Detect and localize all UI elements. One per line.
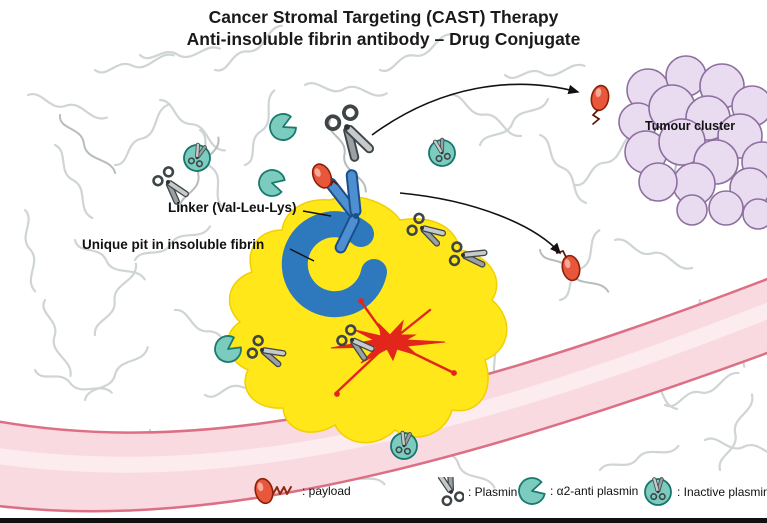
arrow-to-vessel [399, 192, 562, 255]
legend-label-alpha2-anti-plasmin: : α2-anti plasmin [550, 484, 639, 498]
alpha2-anti-plasmin-icon [255, 166, 288, 200]
legend-item-payload: : payload [254, 477, 351, 505]
legend-label-plasmin: : Plasmin [468, 485, 518, 499]
bottom-border [0, 518, 767, 523]
payload-icon [588, 83, 612, 113]
legend-item-plasmin: : Plasmin [438, 477, 517, 507]
label-pointers [289, 210, 332, 262]
tumour-cluster [618, 55, 767, 230]
alpha2-anti-plasmin-icon [518, 477, 546, 505]
legend-label-inactive-plasmin: : Inactive plasmin [677, 485, 767, 499]
legend-item-alpha2-anti-plasmin: : α2-anti plasmin [518, 477, 638, 505]
tumour-cluster-label: Tumour cluster [645, 119, 736, 133]
blood-clot-splatter [330, 298, 457, 397]
plasmin-scissors-icon [320, 100, 382, 168]
legend-label-payload: : payload [302, 484, 351, 498]
title-line2: Anti-insoluble fibrin antibody – Drug Co… [186, 29, 581, 49]
linker-label: Linker (Val-Leu-Lys) [168, 200, 297, 215]
payload-icon [254, 477, 292, 505]
inactive-plasmin-icon [643, 477, 673, 507]
plasmin-scissors-icon [438, 477, 464, 507]
unique-pit-label: Unique pit in insoluble fibrin [82, 237, 265, 252]
inactive-plasmin-icon [180, 140, 214, 175]
arrow-to-tumour [371, 83, 580, 136]
legend-item-inactive-plasmin: : Inactive plasmin [643, 477, 767, 507]
inactive-plasmin-icon [426, 135, 458, 169]
antibody-drug-conjugate [324, 169, 362, 254]
payload-icon [559, 253, 583, 283]
blood-vessel [0, 277, 767, 513]
alpha2-anti-plasmin-icon [264, 109, 300, 146]
fibrin-pit [281, 211, 387, 318]
title-line1: Cancer Stromal Targeting (CAST) Therapy [208, 7, 559, 27]
page-title: Cancer Stromal Targeting (CAST) Therapy … [0, 6, 767, 50]
release-arrows [371, 83, 580, 255]
